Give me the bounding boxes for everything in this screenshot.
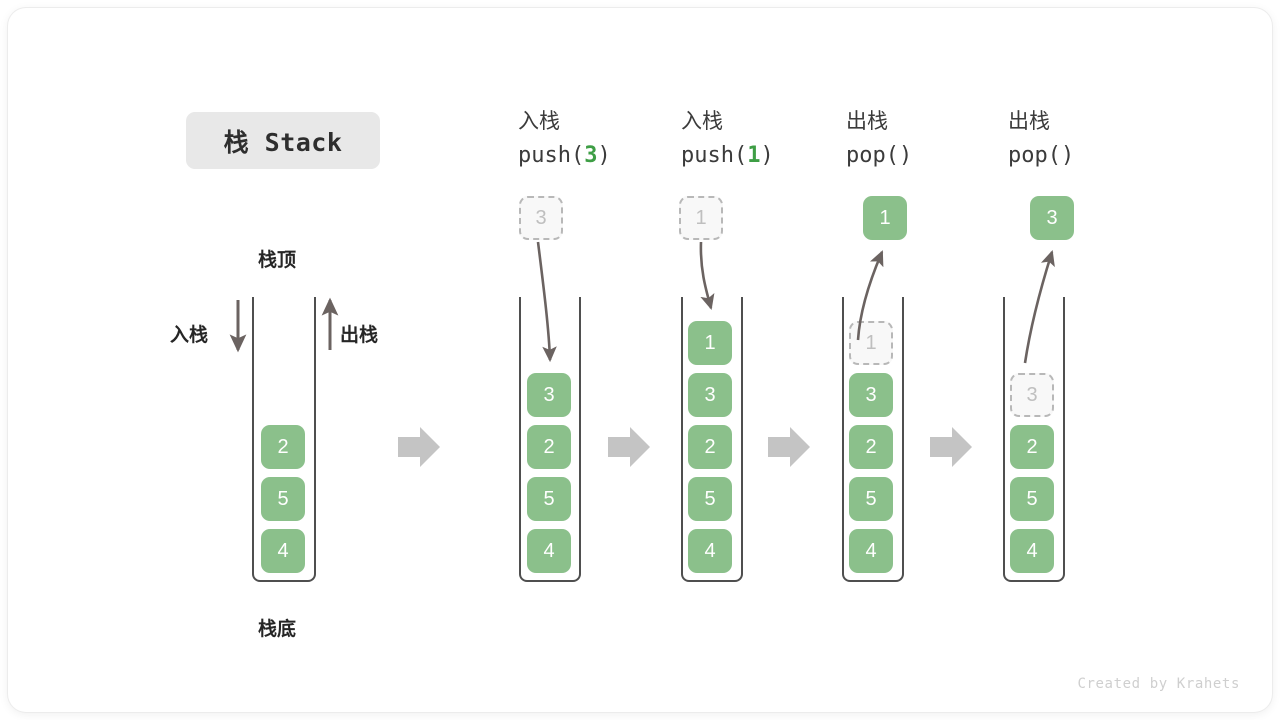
stack-block: 1 [688,321,732,365]
stack-block: 2 [688,425,732,469]
stack-container-initial [252,297,316,582]
code-prefix: pop( [846,143,899,169]
column-header-code: push(1) [681,140,851,172]
stack-block: 2 [527,425,571,469]
column-header-code: pop() [846,140,1016,172]
stack-container-pop-1 [842,297,904,582]
incoming-ghost-block: 3 [519,196,563,240]
stack-top-label: 栈顶 [258,250,297,271]
code-prefix: pop( [1008,143,1061,169]
stack-block: 4 [1010,529,1054,573]
code-prefix: push( [518,143,585,169]
stack-block: 5 [261,477,305,521]
code-argument: 1 [747,143,761,169]
watermark: Created by Krahets [1077,676,1240,692]
column-header-pop-1: 出栈 pop() [846,107,1016,172]
stack-container-push-1 [681,297,743,582]
column-header-push-1: 入栈 push(1) [681,107,851,172]
code-suffix: ) [1060,143,1075,169]
column-header-push-3: 入栈 push(3) [518,107,688,172]
popped-block: 1 [863,196,907,240]
stack-block: 2 [1010,425,1054,469]
stack-block: 4 [849,529,893,573]
vacated-ghost-block: 3 [1010,373,1054,417]
stack-block: 4 [261,529,305,573]
stack-container-pop-3 [1003,297,1065,582]
column-header-cn: 入栈 [518,110,560,133]
code-suffix: ) [898,143,913,169]
column-header-cn: 入栈 [681,110,723,133]
stack-block: 3 [527,373,571,417]
column-header-cn: 出栈 [1008,110,1050,133]
stack-block: 5 [688,477,732,521]
code-argument: 3 [584,143,598,169]
popped-block: 3 [1030,196,1074,240]
figure-title-chip: 栈 Stack [186,112,380,169]
column-header-pop-3: 出栈 pop() [1008,107,1178,172]
column-header-code: push(3) [518,140,688,172]
stack-block: 2 [849,425,893,469]
stack-container-push-3 [519,297,581,582]
stack-block: 3 [849,373,893,417]
stack-bottom-label: 栈底 [258,619,297,640]
incoming-ghost-block: 1 [679,196,723,240]
code-prefix: push( [681,143,748,169]
code-suffix: ) [597,143,611,169]
stack-block: 3 [688,373,732,417]
stack-block: 4 [527,529,571,573]
stack-block: 5 [527,477,571,521]
stack-block: 2 [261,425,305,469]
column-header-cn: 出栈 [846,110,888,133]
pop-side-label: 出栈 [340,325,379,346]
stack-block: 5 [849,477,893,521]
push-side-label: 入栈 [170,325,209,346]
vacated-ghost-block: 1 [849,321,893,365]
stack-block: 4 [688,529,732,573]
column-header-code: pop() [1008,140,1178,172]
stack-block: 5 [1010,477,1054,521]
code-suffix: ) [760,143,774,169]
